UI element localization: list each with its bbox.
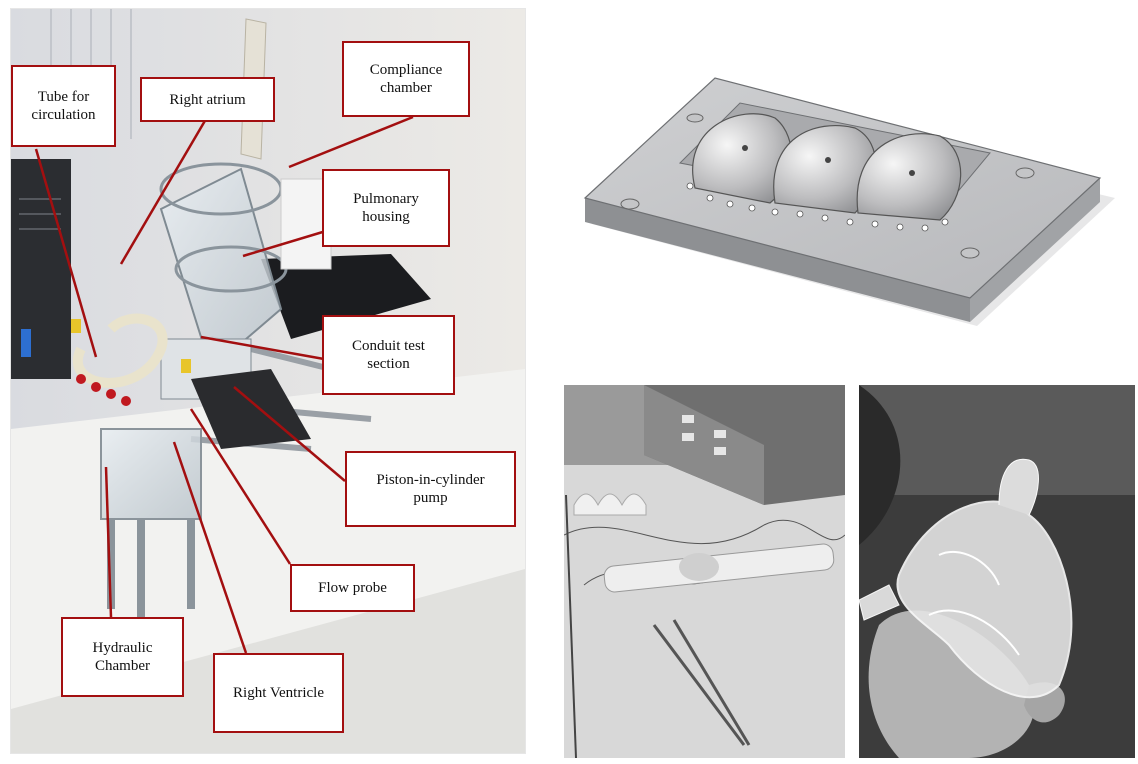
cad-mold-render bbox=[540, 8, 1130, 362]
label-right-ventricle: Right Ventricle bbox=[213, 653, 344, 733]
label-flow-probe: Flow probe bbox=[290, 564, 415, 612]
heart-model-photo-bw bbox=[859, 385, 1135, 758]
label-right-atrium: Right atrium bbox=[140, 77, 275, 122]
bench-photo-bw bbox=[564, 385, 845, 758]
mold-drawing bbox=[583, 77, 1115, 326]
heart-model-illustration bbox=[859, 385, 1135, 758]
bench-illustration bbox=[564, 385, 845, 758]
